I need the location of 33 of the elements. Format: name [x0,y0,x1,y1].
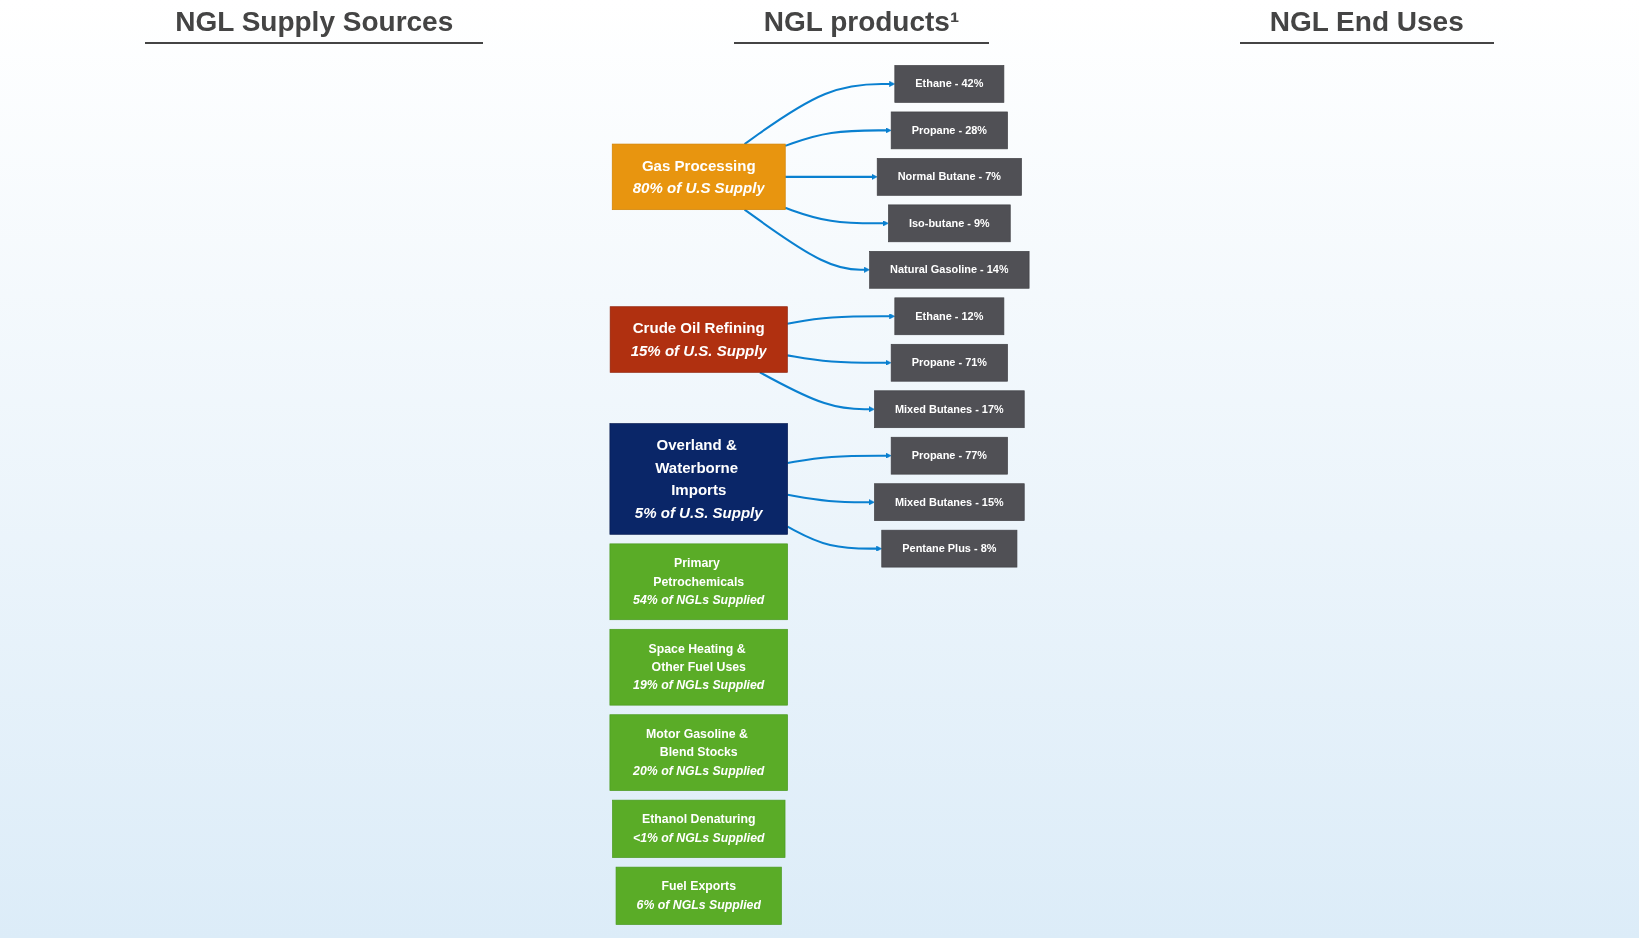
node-box: Ethanol Denaturing <1% of NGLs Supplied [612,799,786,858]
arrow [787,525,882,552]
arrow [784,127,892,147]
column-heading: NGL End Uses [1239,6,1494,44]
node-box: Fuel Exports 6% of NGLs Supplied [615,866,782,925]
node-box: Normal Butane - 7% [876,158,1022,196]
node-box: Propane - 77% [890,436,1008,475]
node-box: Primary Petrochemicals 54% of NGLs Supplied [609,543,788,621]
arrow [787,493,875,506]
arrow [784,206,889,227]
arrow [743,80,896,145]
arrow [759,371,875,413]
column-heading: NGL Supply Sources [145,6,484,44]
node-box: Mixed Butanes - 17% [874,390,1025,428]
node-box: Ethane - 42% [894,65,1005,103]
node-box: Ethane - 12% [894,297,1005,336]
column-heading: NGL products¹ [733,6,990,44]
arrow [787,313,896,325]
arrow [785,173,878,180]
node-box: Overland & Waterborne Imports 5% of U.S. Supply [609,423,788,535]
node-box: Propane - 71% [890,343,1008,382]
node-box: Natural Gasoline - 14% [869,251,1030,289]
node-box: Gas Processing 80% of U.S Supply [611,143,786,210]
arrow [743,208,870,273]
node-box: Crude Oil Refining 15% of U.S. Supply [609,306,788,373]
node-box: Iso-butane - 9% [888,204,1011,243]
node-box: Mixed Butanes - 15% [874,483,1025,521]
arrow [787,452,892,465]
arrow [787,354,892,366]
node-box: Pentane Plus - 8% [881,529,1018,568]
node-box: Space Heating & Other Fuel Uses 19% of NGLs Supplied [609,628,788,706]
node-box: Propane - 28% [890,111,1008,150]
node-box: Motor Gasoline & Blend Stocks 20% of NGLs Supplied [609,714,788,791]
